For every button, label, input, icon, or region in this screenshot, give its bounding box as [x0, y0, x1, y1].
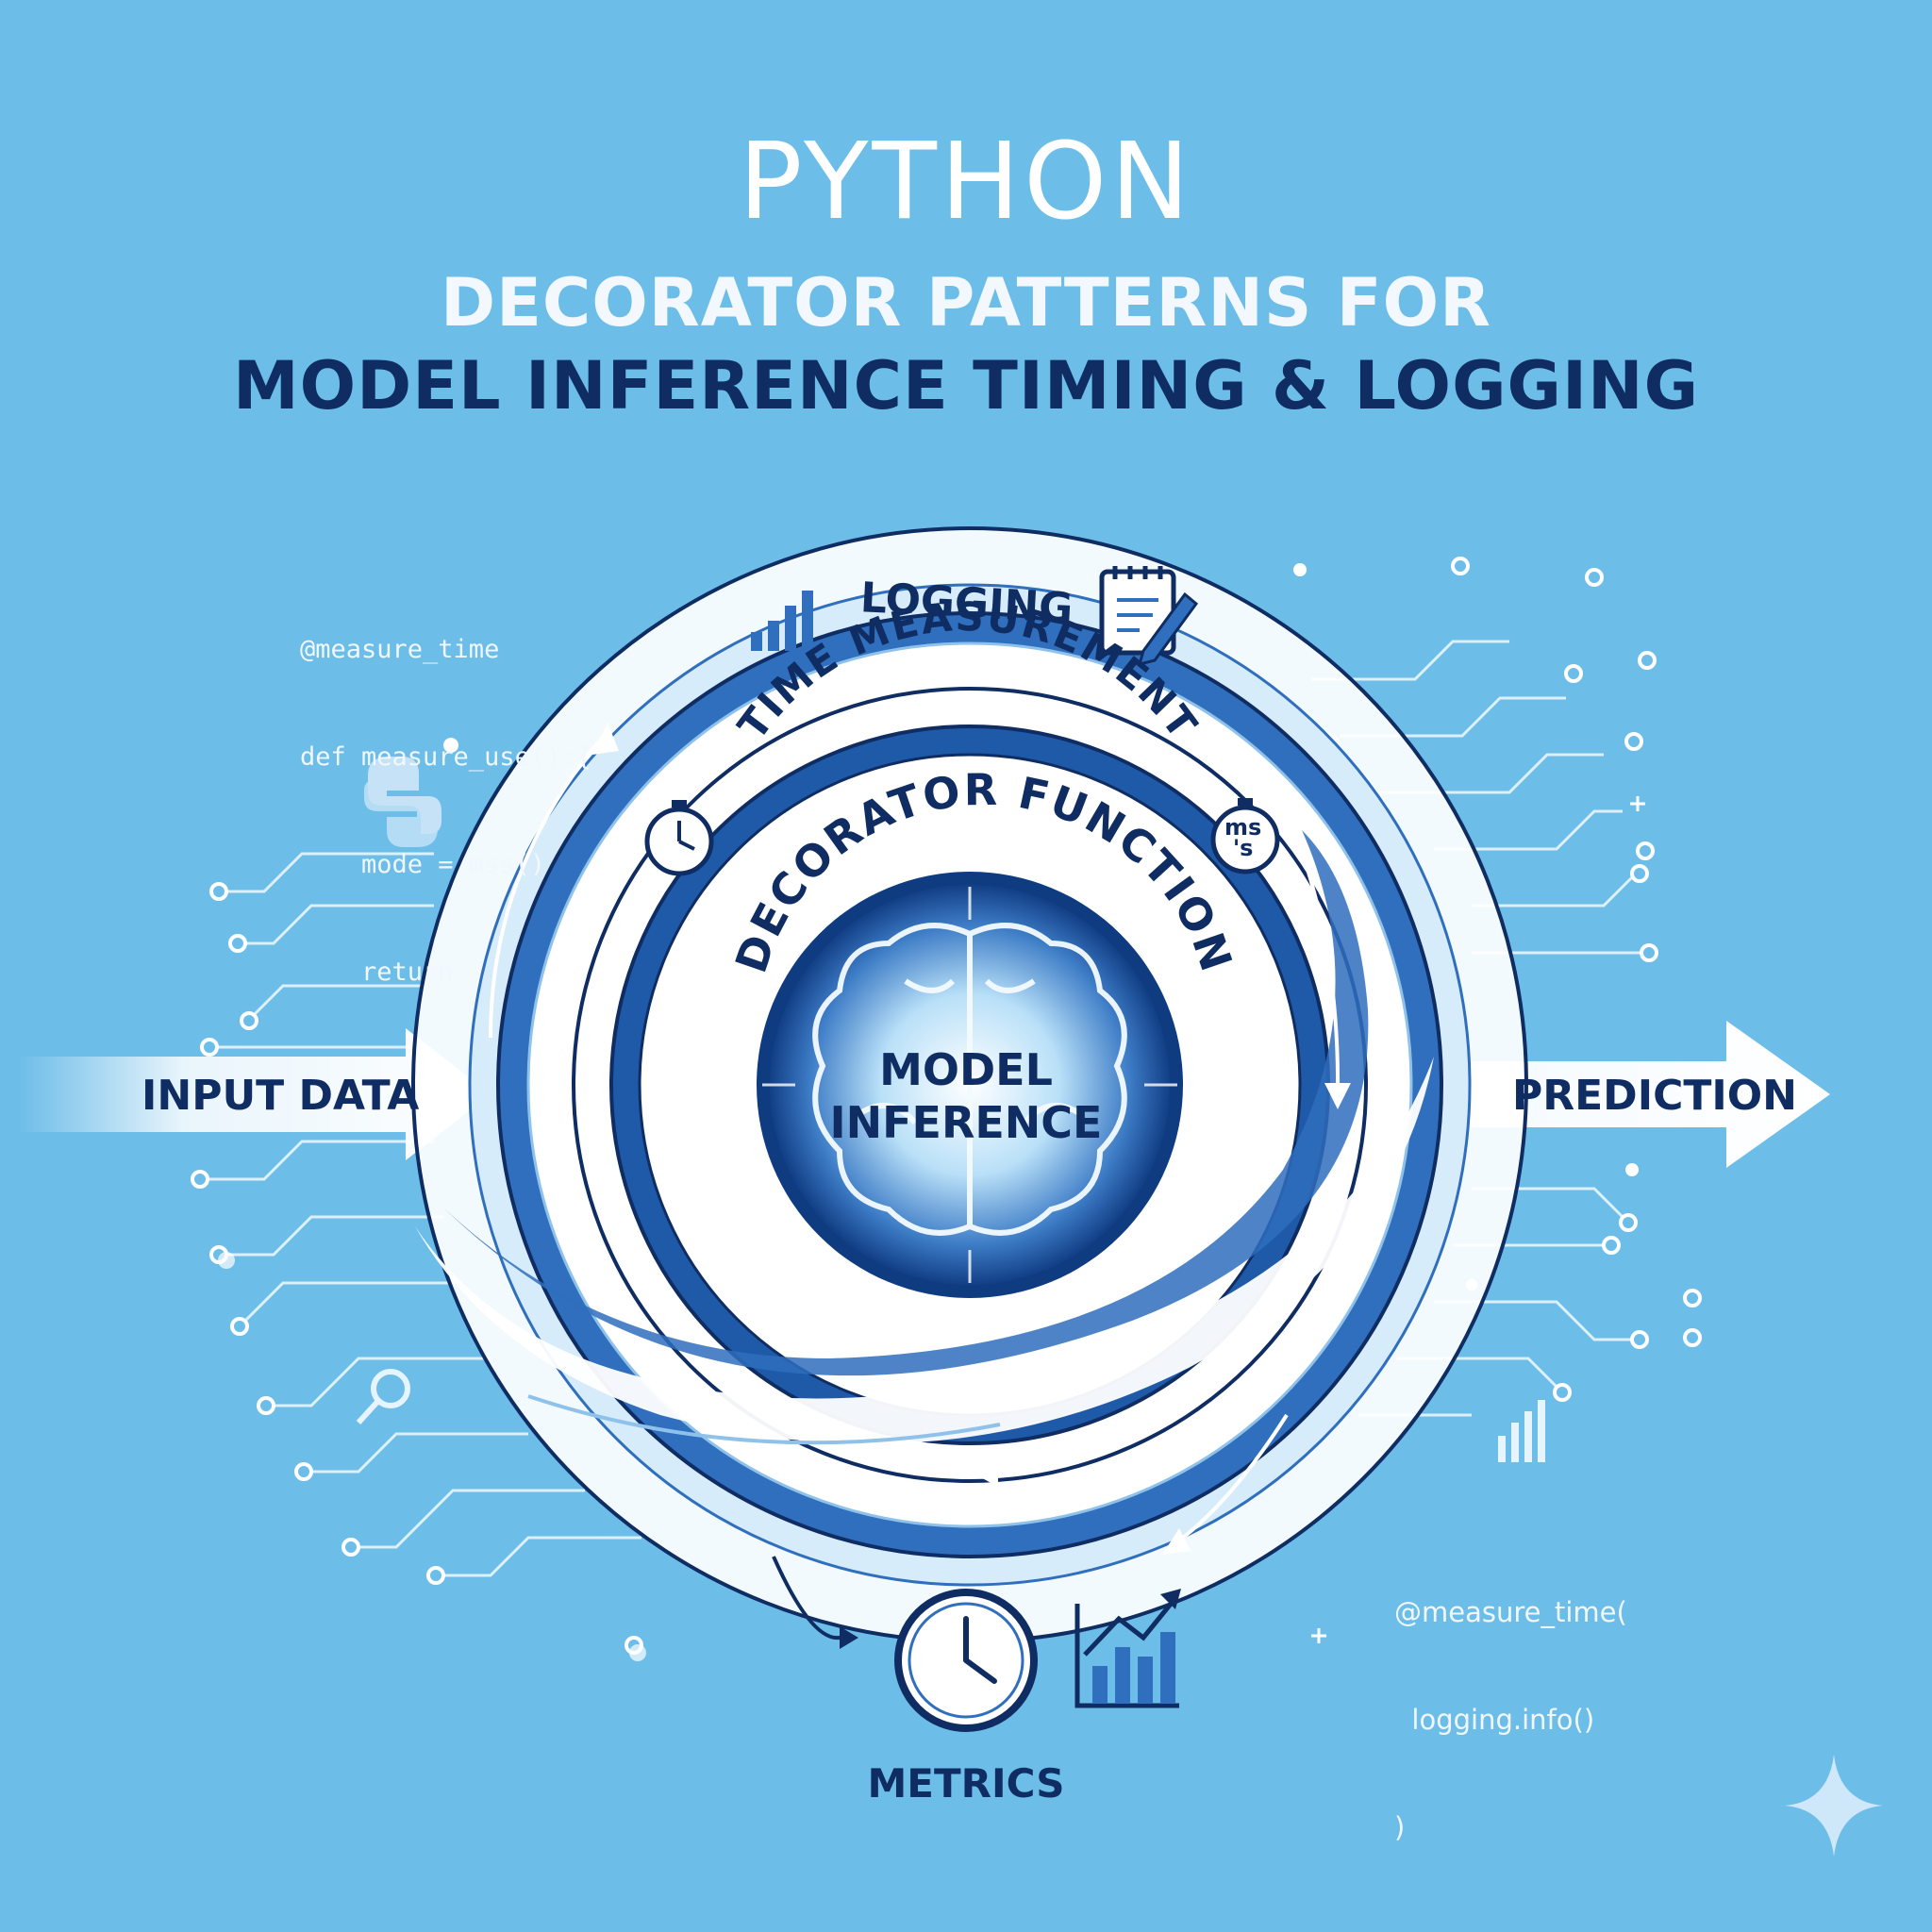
circuit-lines-left	[208, 852, 641, 1577]
core-line: INFERENCE	[829, 1097, 1103, 1148]
code-line: return	[300, 958, 454, 987]
plus-marks	[1311, 796, 1645, 1643]
code-line: logging.info()	[1394, 1704, 1595, 1736]
page-title: PYTHON	[738, 121, 1194, 243]
code-line: }	[300, 1065, 316, 1094]
code-line: def measure_use():{	[300, 742, 591, 772]
timer-icon	[1210, 798, 1280, 874]
code-line: )	[1394, 1811, 1406, 1843]
sparkle-icon	[1785, 1755, 1883, 1857]
notepad-pencil-icon	[1099, 566, 1199, 667]
input-arrow	[19, 1028, 491, 1160]
model-inference-label: MODEL INFERENCE	[787, 1043, 1145, 1149]
subtitle-line-1: DECORATOR PATTERNS FOR	[440, 264, 1491, 341]
magnifier-icon	[356, 1369, 410, 1425]
code-line: @measure_time	[300, 635, 500, 664]
metrics-label: METRICS	[867, 1760, 1065, 1807]
code-line: @measure_time(	[1394, 1596, 1627, 1628]
code-snippet-right: @measure_time( logging.info() )	[1394, 1523, 1627, 1881]
growth-chart-icon	[1074, 1589, 1181, 1708]
code-snippet-left: @measure_time def measure_use():{ mode =…	[300, 560, 591, 1134]
subtitle-line-2: MODEL INFERENCE TIMING & LOGGING	[232, 347, 1700, 425]
core-cross	[762, 887, 1177, 1283]
bar-chart-icon-right	[1498, 1400, 1545, 1462]
circuit-nodes-right	[1451, 557, 1702, 1402]
ms-badge-line: ms	[1224, 814, 1262, 841]
brain-icon	[812, 923, 1127, 1236]
prediction-label: PREDICTION	[1512, 1072, 1797, 1120]
prediction-arrow	[1453, 1021, 1830, 1168]
core-line: MODEL	[879, 1044, 1053, 1095]
input-data-label: INPUT DATA	[142, 1072, 420, 1120]
bar-chart-icon	[751, 591, 813, 651]
stopwatch-icon	[644, 800, 714, 876]
clock-icon	[894, 1589, 1038, 1732]
python-logo-icon	[364, 757, 441, 847]
code-line: mode = mss()	[300, 850, 546, 879]
ms-badge-label: ms 's	[1224, 814, 1262, 861]
metrics-connector	[772, 1556, 845, 1641]
ms-badge-line: 's	[1232, 835, 1254, 861]
flow-arrowheads	[592, 723, 1351, 1555]
circuit-lines-right	[1311, 640, 1641, 1417]
